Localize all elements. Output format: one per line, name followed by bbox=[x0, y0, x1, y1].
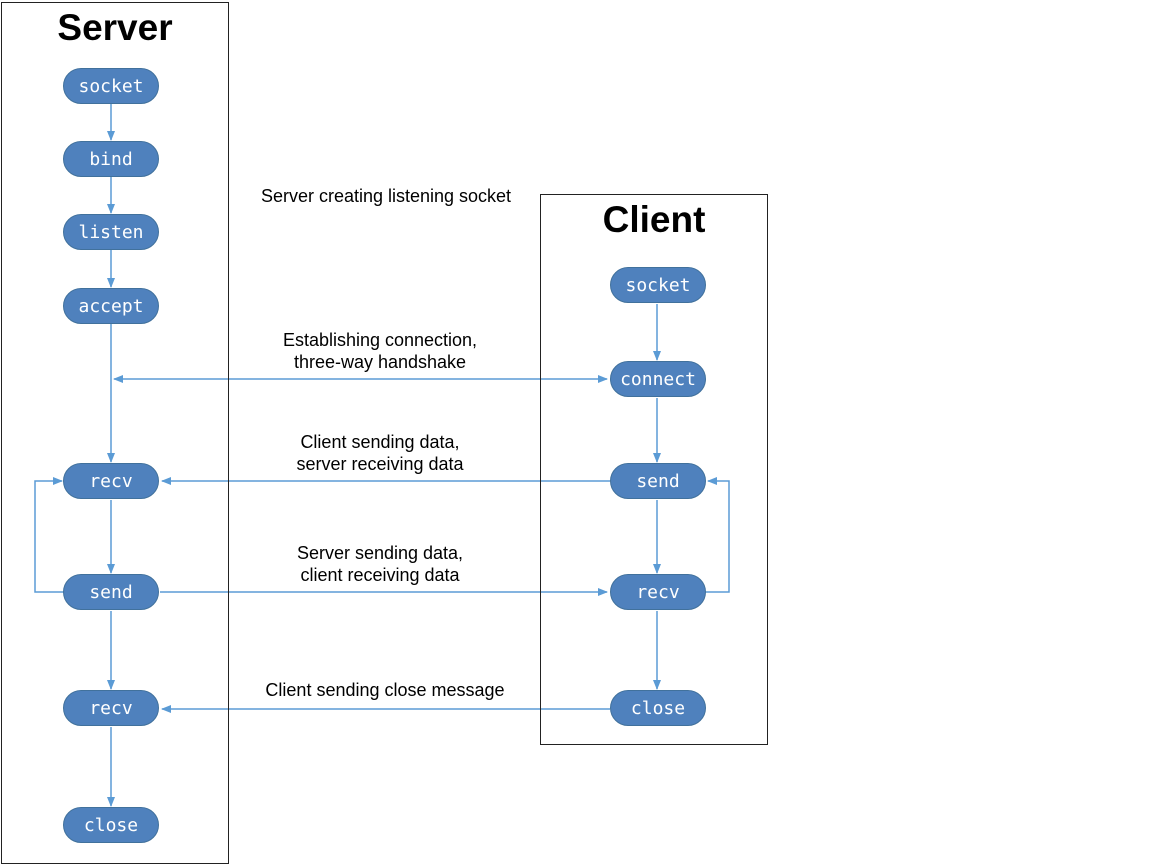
label-handshake-line2: three-way handshake bbox=[293, 352, 467, 372]
server-close-node[interactable]: close bbox=[63, 807, 159, 843]
client-loop-arrow bbox=[706, 477, 730, 593]
label-listening: Server creating listening socket bbox=[260, 186, 512, 206]
server-send-node[interactable]: send bbox=[63, 574, 159, 610]
label-server-send-line1: Server sending data, bbox=[296, 543, 464, 563]
server-panel: Server bbox=[1, 2, 229, 864]
client-panel: Client bbox=[540, 194, 768, 745]
label-server-send-line2: client receiving data bbox=[300, 565, 460, 585]
client-connect-node[interactable]: connect bbox=[610, 361, 706, 397]
label-close-msg: Client sending close message bbox=[265, 680, 505, 700]
server-title: Server bbox=[57, 7, 173, 48]
client-send-node[interactable]: send bbox=[610, 463, 706, 499]
server-socket-node[interactable]: socket bbox=[63, 68, 159, 104]
server-recv-close-node[interactable]: recv bbox=[63, 690, 159, 726]
client-socket-node[interactable]: socket bbox=[610, 267, 706, 303]
label-client-send-line1: Client sending data, bbox=[300, 432, 460, 452]
label-handshake-line1: Establishing connection, bbox=[282, 330, 478, 350]
server-accept-node[interactable]: accept bbox=[63, 288, 159, 324]
client-close-node[interactable]: close bbox=[610, 690, 706, 726]
client-recv-node[interactable]: recv bbox=[610, 574, 706, 610]
label-client-send: Client sending data, server receiving da… bbox=[230, 431, 530, 475]
label-handshake: Establishing connection, three-way hands… bbox=[230, 329, 530, 373]
client-title: Client bbox=[602, 199, 706, 240]
server-recv-node[interactable]: recv bbox=[63, 463, 159, 499]
label-client-send-line2: server receiving data bbox=[296, 454, 464, 474]
server-bind-node[interactable]: bind bbox=[63, 141, 159, 177]
label-server-send: Server sending data, client receiving da… bbox=[230, 542, 530, 586]
server-listen-node[interactable]: listen bbox=[63, 214, 159, 250]
server-loop-arrow bbox=[34, 477, 64, 593]
